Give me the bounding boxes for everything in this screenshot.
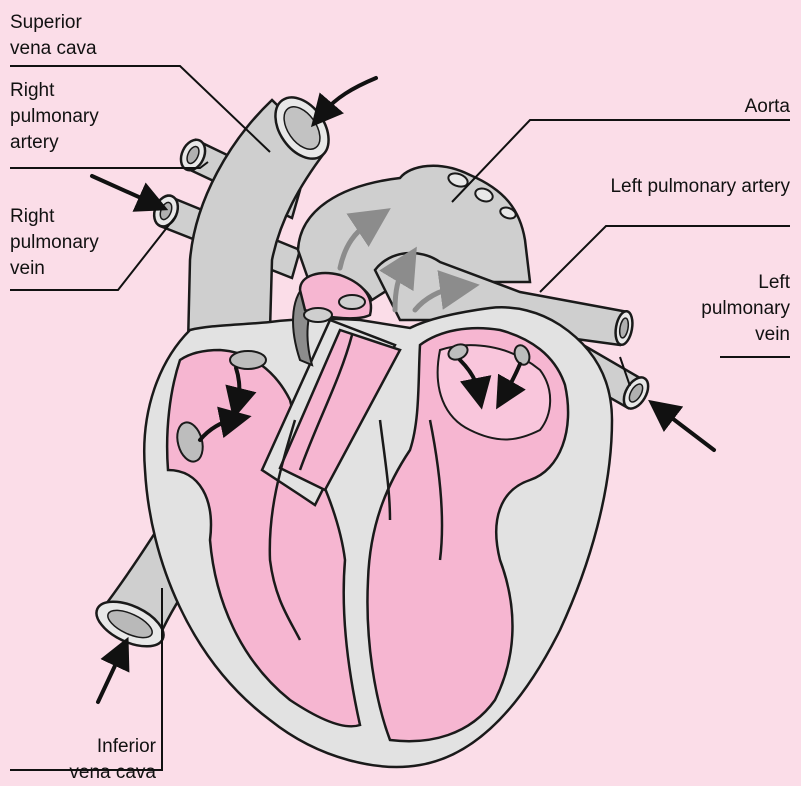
label-line: vena cava: [30, 760, 156, 786]
label-line: Right: [10, 78, 99, 104]
label-line: Left: [701, 270, 790, 296]
label-line: pulmonary: [10, 230, 99, 256]
label-line: pulmonary: [10, 104, 99, 130]
label-line: Superior: [10, 10, 97, 36]
label-left-pulmonary-vein: Left pulmonary vein: [701, 270, 790, 348]
label-line: Left pulmonary artery: [610, 174, 790, 200]
label-left-pulmonary-artery: Left pulmonary artery: [610, 174, 790, 200]
label-aorta: Aorta: [745, 94, 790, 120]
label-line: Aorta: [745, 94, 790, 120]
label-line: Inferior: [30, 734, 156, 760]
label-line: Right: [10, 204, 99, 230]
label-superior-vena-cava: Superior vena cava: [10, 10, 97, 62]
label-line: vein: [701, 322, 790, 348]
label-line: pulmonary: [701, 296, 790, 322]
label-line: vena cava: [10, 36, 97, 62]
label-inferior-vena-cava: Inferior vena cava: [30, 734, 156, 786]
label-line: artery: [10, 130, 99, 156]
label-right-pulmonary-artery: Right pulmonary artery: [10, 78, 99, 156]
label-line: vein: [10, 256, 99, 282]
label-right-pulmonary-vein: Right pulmonary vein: [10, 204, 99, 282]
